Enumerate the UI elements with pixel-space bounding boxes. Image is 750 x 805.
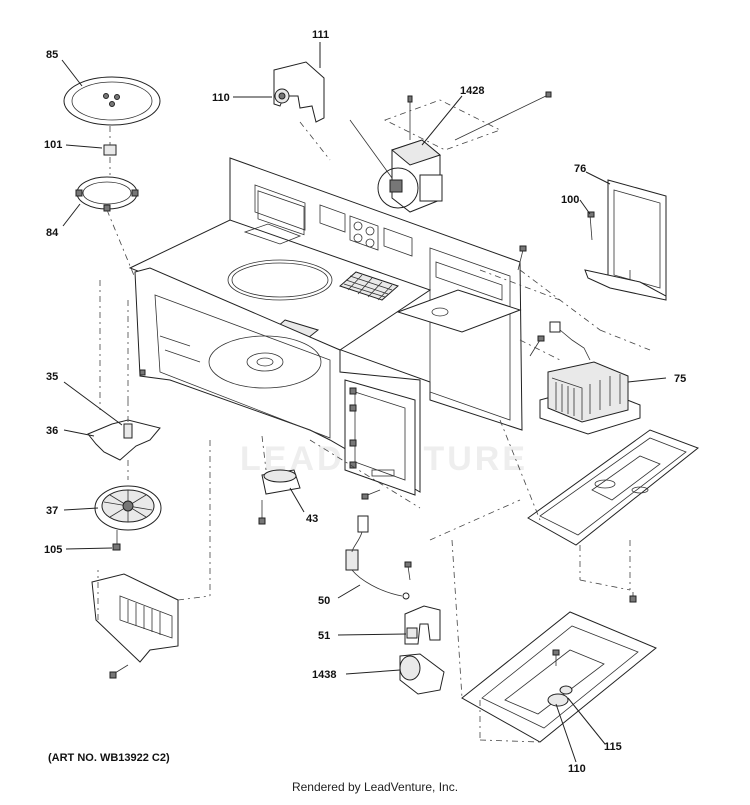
callout-110-b: 110: [568, 763, 586, 775]
stirrer-blade: [87, 400, 161, 480]
base-plate: [429, 429, 700, 603]
callout-labels: 85 101 84 111 110 1428 76 100 75 35 36 3…: [44, 29, 686, 775]
callout-84: 84: [46, 227, 59, 239]
art-number: (ART NO. WB13922 C2): [48, 752, 170, 764]
callout-1428: 1428: [460, 85, 484, 97]
callout-115: 115: [604, 741, 622, 753]
callout-101: 101: [44, 139, 62, 151]
callout-110: 110: [212, 92, 230, 104]
footer-credit: Rendered by LeadVenture, Inc.: [291, 780, 459, 794]
callout-75: 75: [674, 373, 686, 385]
stirrer-cover: [94, 485, 162, 531]
callout-111: 111: [312, 29, 329, 41]
callout-37: 37: [46, 505, 58, 517]
side-panel: [584, 179, 667, 301]
callout-50: 50: [318, 595, 330, 607]
leader-lines: [61, 42, 667, 763]
callout-51: 51: [318, 630, 330, 642]
bottom-plate: [451, 539, 657, 743]
lamp-socket: [399, 653, 445, 695]
magnetron: [349, 91, 552, 213]
lamp-socket-bracket: [404, 605, 441, 645]
assembly-lines: [99, 269, 651, 596]
callout-100: 100: [561, 194, 579, 206]
transformer: [519, 321, 641, 435]
callout-85: 85: [46, 49, 58, 61]
oven-cavity: [128, 157, 545, 500]
interlock-bracket: [273, 61, 331, 161]
wire-harness: [345, 515, 412, 600]
callout-105: 105: [44, 544, 62, 556]
coupler: [103, 126, 117, 175]
callout-76: 76: [574, 163, 586, 175]
callout-35: 35: [46, 371, 58, 383]
turntable-tray: [63, 76, 161, 126]
screw-105: [112, 530, 121, 551]
vent-grid-top: [339, 271, 399, 301]
callout-36: 36: [46, 425, 58, 437]
callout-1438: 1438: [312, 669, 336, 681]
roller-ring: [75, 176, 139, 212]
thermal-cutout: [258, 435, 301, 525]
callout-43: 43: [306, 513, 318, 525]
stirrer-cover-panel: [91, 570, 211, 679]
